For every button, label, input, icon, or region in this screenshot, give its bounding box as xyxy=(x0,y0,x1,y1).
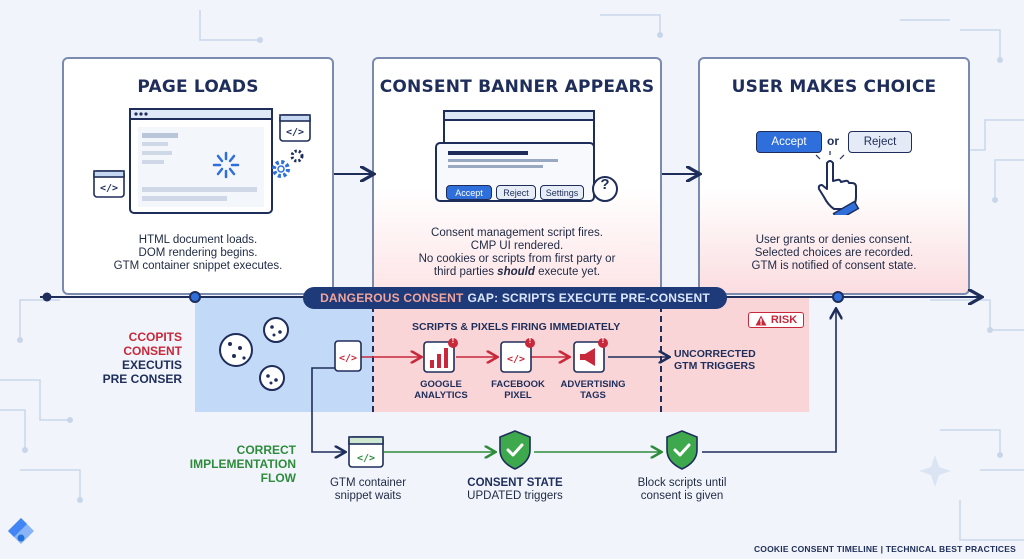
stage-title: USER MAKES CHOICE xyxy=(731,77,937,97)
megaphone-icon xyxy=(573,338,608,373)
gap-highlight: DANGEROUS CONSENT xyxy=(320,291,464,305)
stage-description: HTML document loads.DOM rendering begins… xyxy=(113,234,283,272)
banner-accept-button[interactable]: Accept xyxy=(446,185,492,200)
zone-divider xyxy=(372,296,374,412)
footer-caption: COOKIE CONSENT TIMELINE | TECHNICAL BEST… xyxy=(753,544,1016,554)
alert-icon: ! xyxy=(451,336,455,345)
shield-check-icon xyxy=(666,430,698,470)
svg-text:</>: </> xyxy=(100,183,118,194)
choice-reject-button[interactable]: Reject xyxy=(848,131,912,153)
choice-accept-button[interactable]: Accept xyxy=(756,131,822,153)
banner-settings-button[interactable]: Settings xyxy=(540,185,584,200)
help-question-icon: ? xyxy=(600,176,610,193)
stage-description: User grants or denies consent.Selected c… xyxy=(751,234,917,272)
svg-text:</>: </> xyxy=(507,354,525,365)
pre-consent-label: CCOPITS CONSENT EXECUTIS PRE CONSER xyxy=(102,330,182,386)
alert-icon: ! xyxy=(528,336,532,345)
pointing-hand-icon xyxy=(815,151,860,215)
svg-text:</>: </> xyxy=(357,453,375,464)
gap-rest: GAP: SCRIPTS EXECUTE PRE-CONSENT xyxy=(467,291,710,305)
choice-or-text: or xyxy=(827,134,839,148)
banner-reject-button[interactable]: Reject xyxy=(496,185,536,200)
firing-title: SCRIPTS & PIXELS FIRING IMMEDIATELY xyxy=(412,321,621,333)
stage-title: CONSENT BANNER APPEARS xyxy=(379,77,655,97)
code-icon: </> xyxy=(334,340,362,372)
browser-loading-illustration: </> </> xyxy=(93,108,311,214)
svg-text:</>: </> xyxy=(339,353,357,364)
shield-check-icon xyxy=(499,430,531,470)
svg-text:</>: </> xyxy=(286,127,304,138)
alert-icon: ! xyxy=(601,336,605,345)
gtm-container-icon: </> xyxy=(348,436,384,468)
gtm-logo-icon xyxy=(8,518,34,544)
risk-badge: RISK xyxy=(748,312,804,328)
bar-chart-icon xyxy=(423,338,458,373)
dangerous-consent-gap-banner: DANGEROUS CONSENT GAP: SCRIPTS EXECUTE P… xyxy=(303,287,727,309)
warning-icon xyxy=(755,315,767,325)
stage-consent-banner-appears: CONSENT BANNER APPEARS Accept Reject Set… xyxy=(372,57,662,295)
stage-user-makes-choice: USER MAKES CHOICE Accept or Reject User … xyxy=(698,57,970,295)
stage-page-loads: PAGE LOADS </> </> HTML document loads.D… xyxy=(62,57,334,295)
cookie-icons xyxy=(219,317,289,391)
stage-title: PAGE LOADS xyxy=(137,77,259,97)
stage-description: Consent management script fires.CMP UI r… xyxy=(418,227,616,278)
code-icon: </> xyxy=(500,338,535,373)
